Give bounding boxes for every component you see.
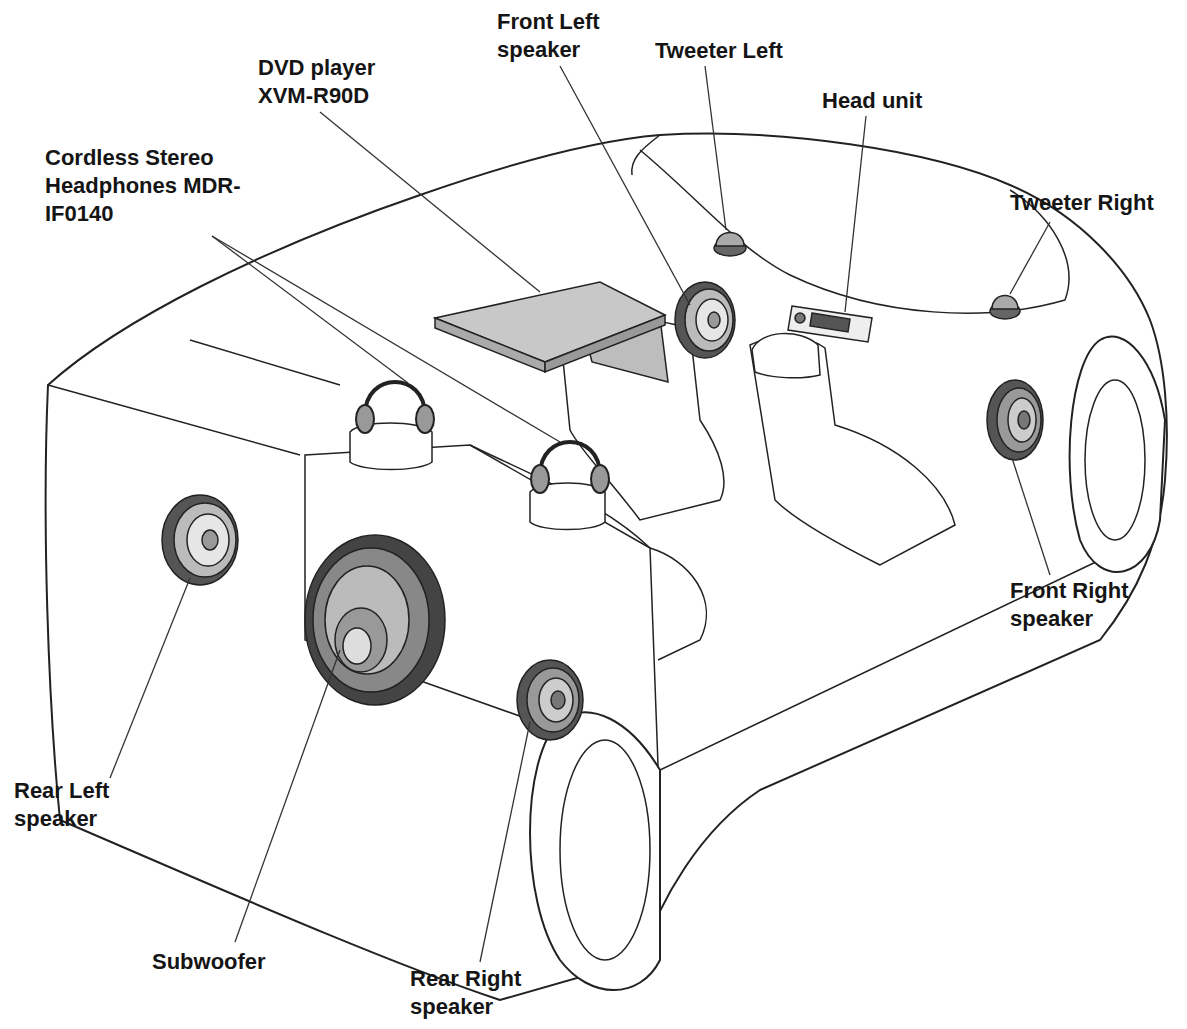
headband xyxy=(540,442,600,475)
tweeter-right xyxy=(990,296,1020,320)
rear-wheel xyxy=(530,712,660,990)
speaker-cone xyxy=(696,299,728,341)
callout-label: Front Right speaker xyxy=(1010,577,1160,633)
roof-line xyxy=(632,135,660,175)
leader-line xyxy=(845,116,866,312)
speaker-surround xyxy=(527,668,579,732)
head-unit-knob xyxy=(795,313,805,323)
dvd-body xyxy=(435,282,665,362)
speakers xyxy=(162,233,1043,741)
rear-wheel-rim xyxy=(560,740,650,960)
driver-headrest xyxy=(752,334,820,378)
speaker-dome xyxy=(708,312,720,328)
rear-seat-cushion xyxy=(650,548,706,660)
callout-label: Head unit xyxy=(822,87,922,115)
speaker-cone xyxy=(1008,398,1036,442)
earcup xyxy=(356,405,374,433)
speaker-rear-left xyxy=(162,495,238,585)
speaker-surround xyxy=(313,548,429,692)
headphone-set xyxy=(356,382,434,433)
dvd-edge xyxy=(435,318,545,372)
front-wheel-rim xyxy=(1085,380,1145,540)
leader-line xyxy=(705,66,726,230)
leader-line xyxy=(320,112,540,292)
dvd-player xyxy=(435,282,668,382)
leader-line xyxy=(480,722,530,962)
speaker-magnet xyxy=(335,608,387,672)
tweeter-dome xyxy=(992,296,1018,310)
speaker-dome xyxy=(551,691,565,709)
callout-label: Front Left speaker xyxy=(497,8,637,64)
speaker-dome xyxy=(343,628,371,664)
speaker-surround xyxy=(174,503,236,577)
speaker-surround xyxy=(997,388,1041,452)
wheels xyxy=(530,337,1165,990)
headband xyxy=(365,382,425,415)
leader-line xyxy=(235,650,340,942)
speaker-frame xyxy=(987,380,1043,460)
speaker-dome xyxy=(202,530,218,550)
speaker-front-right xyxy=(987,380,1043,460)
speaker-cone xyxy=(539,678,573,722)
headphones xyxy=(356,382,609,493)
leader-line xyxy=(1010,222,1050,294)
speaker-rear-right xyxy=(517,660,583,740)
body-side-line xyxy=(48,385,300,455)
speaker-dome xyxy=(1018,411,1030,429)
head-unit-face xyxy=(788,306,872,342)
earcup xyxy=(531,465,549,493)
callout-label: DVD player XVM-R90D xyxy=(258,54,428,110)
speaker-frame xyxy=(162,495,238,585)
callout-label: Rear Left speaker xyxy=(14,777,144,833)
speaker-surround xyxy=(685,289,733,351)
callout-label: Cordless Stereo Headphones MDR-IF0140 xyxy=(45,144,255,228)
car-body xyxy=(46,134,1167,1000)
head-unit xyxy=(788,306,872,342)
hatch-line xyxy=(190,340,340,385)
body-outline xyxy=(46,134,1167,1000)
front-wheel xyxy=(1070,337,1165,572)
earcup xyxy=(416,405,434,433)
leader-line xyxy=(212,236,560,442)
earcup xyxy=(591,465,609,493)
leader-line xyxy=(110,578,190,778)
speaker-frame xyxy=(517,660,583,740)
leader-lines xyxy=(110,66,1050,962)
subwoofer xyxy=(305,535,445,705)
head-unit-display xyxy=(810,313,850,332)
tweeter-dome xyxy=(716,233,744,247)
callout-label: Tweeter Right xyxy=(1010,189,1154,217)
callout-label: Tweeter Left xyxy=(655,37,783,65)
leader-line xyxy=(560,66,690,305)
leader-line xyxy=(1012,458,1050,575)
callout-label: Subwoofer xyxy=(152,948,266,976)
dvd-edge xyxy=(545,315,665,372)
leader-line xyxy=(212,236,408,383)
speaker-cone xyxy=(187,514,229,566)
callout-label: Rear Right speaker xyxy=(410,965,560,1021)
tweeter-left xyxy=(714,233,746,257)
speaker-frame xyxy=(305,535,445,705)
headphone-set xyxy=(531,442,609,493)
